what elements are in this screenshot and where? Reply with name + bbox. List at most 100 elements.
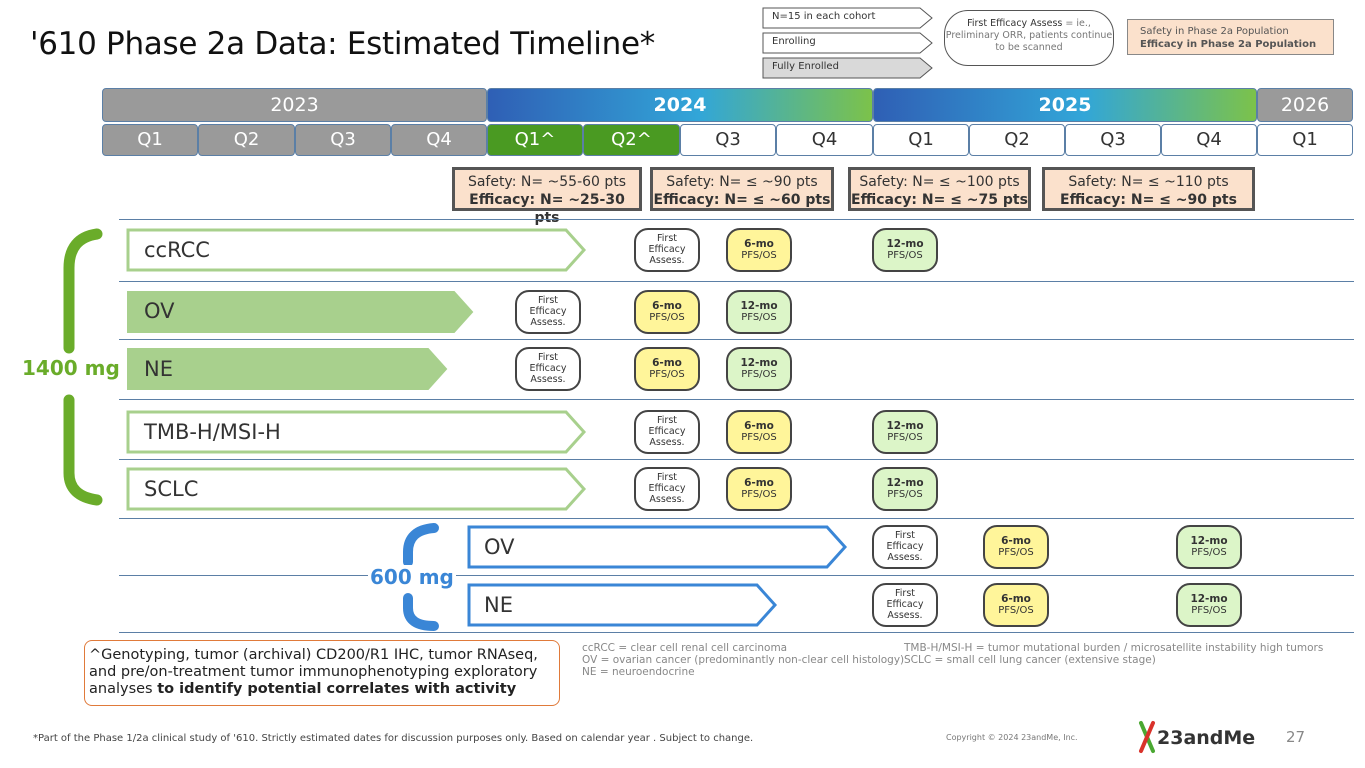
exploratory-analyses-note: ^Genotyping, tumor (archival) CD200/R1 I… <box>84 640 560 706</box>
pill-text: 12-mo <box>1190 535 1228 547</box>
quarter-cell: Q2 <box>969 124 1065 156</box>
cohort-arrow-enrolling <box>126 467 587 511</box>
abbreviation: TMB-H/MSI-H = tumor mutational burden / … <box>904 642 1324 654</box>
pill-text: Efficacy <box>648 244 686 255</box>
legend-first-efficacy-pill: First Efficacy Assess = ie., Preliminary… <box>944 10 1114 66</box>
abbreviation: OV = ovarian cancer (predominantly non-c… <box>582 654 905 666</box>
legend-label: Enrolling <box>772 36 816 47</box>
pill-text: PFS/OS <box>998 605 1034 616</box>
row-divider <box>452 575 1354 576</box>
year-2025: 2025 <box>873 88 1257 122</box>
pill-text: First <box>895 530 915 541</box>
quarter-cell: Q3 <box>680 124 776 156</box>
cohort-label-ov: OV <box>144 299 175 323</box>
population-box: Safety: N= ≤ ~110 pts Efficacy: N= ≤ ~90… <box>1042 167 1255 211</box>
quarter-cell: Q2^ <box>583 124 680 156</box>
pill-text: First <box>538 295 558 306</box>
pill-text: Assess. <box>649 255 685 266</box>
pill-text: First <box>895 588 915 599</box>
legend-pill-text: = ie., Preliminary ORR, patients continu… <box>945 18 1113 53</box>
pill-text: First <box>657 415 677 426</box>
dose-1400-label: 1400 mg <box>22 356 120 380</box>
pill-text: Efficacy <box>886 541 924 552</box>
dose-600-label: 600 mg <box>368 565 456 589</box>
pill-text: 6-mo <box>744 477 774 489</box>
disclaimer: *Part of the Phase 1/2a clinical study o… <box>33 733 754 744</box>
pill-text: 6-mo <box>744 420 774 432</box>
pill-text: PFS/OS <box>1191 605 1227 616</box>
legend-enrolling-arrow: Enrolling <box>762 32 934 54</box>
abbreviations-col1: ccRCC = clear cell renal cell carcinoma … <box>582 642 912 678</box>
pill-text: Assess. <box>649 494 685 505</box>
safety-n: Safety: N= ~55-60 pts <box>467 174 627 190</box>
pill-text: Efficacy <box>529 306 567 317</box>
pill-text: PFS/OS <box>887 489 923 500</box>
quarter-cell: Q3 <box>1065 124 1161 156</box>
legend-enrolling-arrow: N=15 in each cohort <box>762 7 934 29</box>
pill-text: 6-mo <box>1001 593 1031 605</box>
pill-text: PFS/OS <box>741 250 777 261</box>
pill-text: 12-mo <box>886 477 924 489</box>
page-title: '610 Phase 2a Data: Estimated Timeline* <box>30 26 655 62</box>
cohort-arrow-fully-enrolled <box>127 348 448 390</box>
pill-text: Assess. <box>887 552 923 563</box>
row-divider <box>119 632 1354 633</box>
pill-text: PFS/OS <box>649 312 685 323</box>
pill-text: 12-mo <box>886 420 924 432</box>
quarter-cell: Q1 <box>1257 124 1353 156</box>
legend-fully-enrolled-arrow: Fully Enrolled <box>762 57 934 79</box>
pill-text: First <box>538 352 558 363</box>
legend-label: N=15 in each cohort <box>772 11 876 22</box>
pill-text: PFS/OS <box>887 432 923 443</box>
footnote-bold: to identify potential correlates with ac… <box>157 681 517 697</box>
quarter-cell: Q1 <box>102 124 198 156</box>
abbreviations-col2: TMB-H/MSI-H = tumor mutational burden / … <box>904 642 1354 666</box>
cohort-label-ne: NE <box>144 357 173 381</box>
pill-text: 12-mo <box>740 300 778 312</box>
population-box: Safety: N= ≤ ~90 pts Efficacy: N= ≤ ~60 … <box>650 167 834 211</box>
cohort-arrow-enrolling <box>126 228 587 272</box>
pill-text: PFS/OS <box>998 547 1034 558</box>
pill-text: 6-mo <box>1001 535 1031 547</box>
quarter-cell: Q2 <box>198 124 295 156</box>
pill-text: Assess. <box>649 437 685 448</box>
legend-label: Fully Enrolled <box>772 61 839 72</box>
safety-n: Safety: N= ≤ ~90 pts <box>666 174 818 190</box>
pill-text: PFS/OS <box>741 432 777 443</box>
year-2026: 2026 <box>1257 88 1353 122</box>
year-2023: 2023 <box>102 88 487 122</box>
cohort-arrow-enrolling <box>126 410 587 454</box>
efficacy-n: Efficacy: N= ~25-30 pts <box>469 192 625 226</box>
pill-text: 6-mo <box>652 300 682 312</box>
cohort-label-sclc: SCLC <box>144 477 199 501</box>
pill-text: First <box>657 472 677 483</box>
legend-efficacy-line: Efficacy in Phase 2a Population <box>1140 39 1317 50</box>
quarter-cell: Q3 <box>295 124 391 156</box>
cohort-label-ccrcc: ccRCC <box>144 238 210 262</box>
dose-600-bracket <box>403 523 439 631</box>
cohort-label-ov-600: OV <box>484 535 515 559</box>
abbreviation: ccRCC = clear cell renal cell carcinoma <box>582 642 788 654</box>
pill-text: PFS/OS <box>1191 547 1227 558</box>
population-box: Safety: N= ~55-60 pts Efficacy: N= ~25-3… <box>452 167 642 226</box>
quarter-cell: Q4 <box>391 124 487 156</box>
row-divider <box>119 459 1354 460</box>
row-divider <box>119 575 369 576</box>
pill-text: PFS/OS <box>649 369 685 380</box>
